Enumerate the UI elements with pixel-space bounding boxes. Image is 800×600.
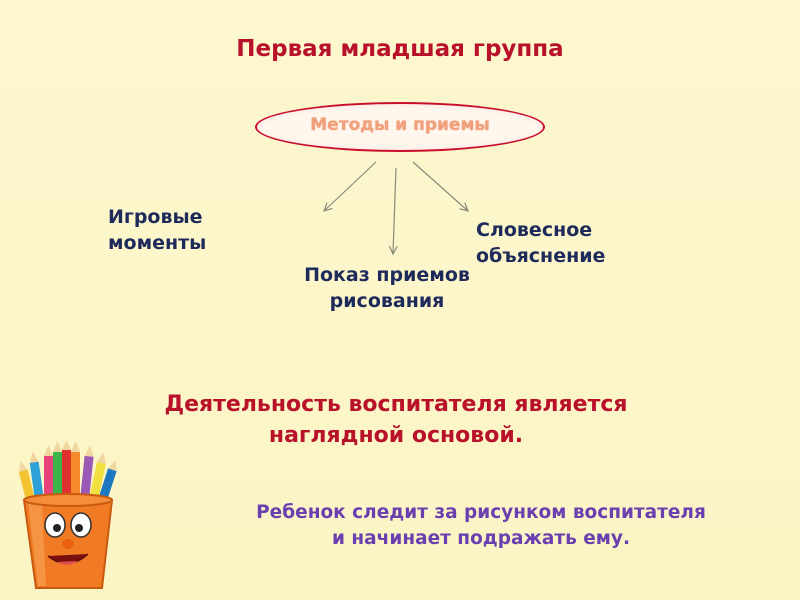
node-line: Игровые — [108, 206, 203, 228]
node-drawing-demo: Показ приемов рисования — [296, 262, 478, 314]
main-line: наглядной основой. — [268, 423, 524, 448]
methods-label: Методы и приемы — [310, 115, 490, 135]
sub-statement: Ребенок следит за рисунком воспитателя и… — [226, 500, 736, 552]
sub-line: Ребенок следит за рисунком воспитателя — [256, 502, 706, 523]
node-line: Словесное — [476, 219, 593, 241]
node-line: объяснение — [476, 245, 606, 267]
main-statement: Деятельность воспитателя является нагляд… — [0, 389, 792, 451]
node-line: Показ приемов — [304, 264, 470, 286]
page-title: Первая младшая группа — [236, 36, 564, 62]
pencil-cup-icon — [18, 440, 117, 589]
main-line: Деятельность воспитателя является — [164, 392, 628, 417]
node-line: моменты — [108, 232, 207, 254]
node-line: рисования — [329, 290, 445, 312]
methods-oval: Методы и приемы — [255, 102, 545, 152]
node-game-moments: Игровые моменты — [108, 204, 206, 256]
oval-shape — [255, 102, 545, 152]
arrow-center — [393, 167, 396, 254]
sub-line: и начинает подражать ему. — [332, 528, 630, 549]
node-verbal-explanation: Словесное объяснение — [476, 217, 605, 269]
arrow-right — [412, 161, 468, 211]
arrow-left — [324, 161, 377, 211]
